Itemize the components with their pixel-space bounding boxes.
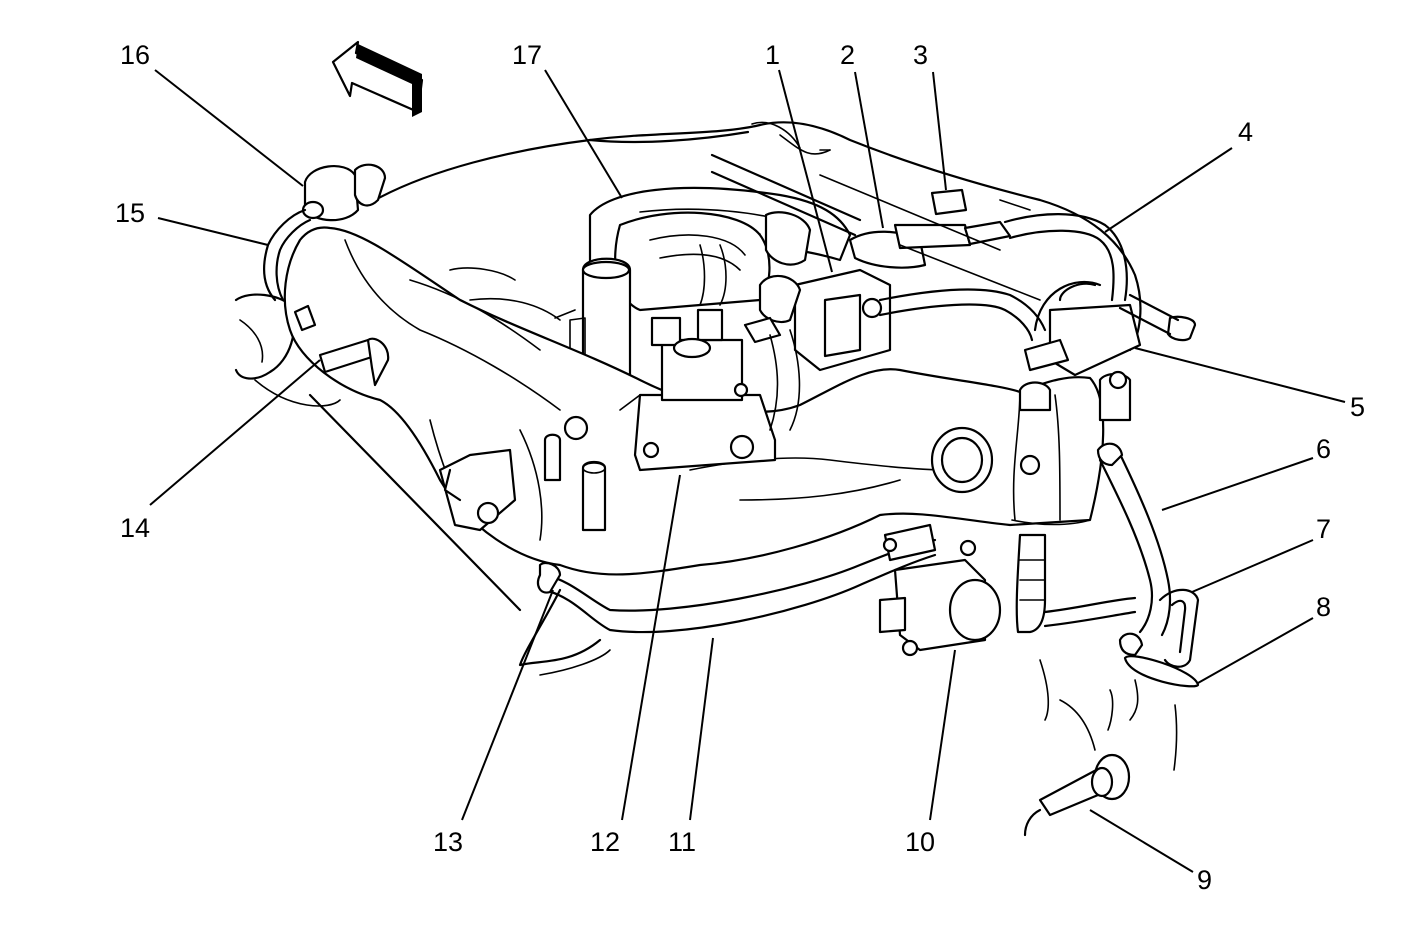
- callout-labels: 1 2 3 4 5 6 7 8 9 10 11 12 13 14 15 16 1…: [115, 40, 1365, 895]
- callout-1: 1: [765, 40, 780, 70]
- callout-8: 8: [1316, 592, 1331, 622]
- vacuum-hose-system: [848, 213, 1197, 377]
- front-direction-arrow-icon: [331, 40, 424, 117]
- oxygen-sensor: [1023, 659, 1131, 837]
- map-sensor: [878, 539, 1002, 657]
- misc-lines: [449, 267, 576, 321]
- callout-9: 9: [1197, 865, 1212, 895]
- callout-6: 6: [1316, 434, 1331, 464]
- callout-13: 13: [433, 827, 463, 857]
- lower-coolant-hose: [536, 523, 937, 634]
- pcv-valve-assembly: [263, 163, 390, 387]
- callout-14: 14: [120, 513, 150, 543]
- callout-4: 4: [1238, 117, 1253, 147]
- callout-12: 12: [590, 827, 620, 857]
- callout-10: 10: [905, 827, 935, 857]
- callout-7: 7: [1316, 514, 1331, 544]
- callout-3: 3: [913, 40, 928, 70]
- callout-5: 5: [1350, 392, 1365, 422]
- throttle-body: [614, 211, 771, 312]
- leader-lines: [149, 69, 1346, 873]
- left-flange: [438, 415, 607, 532]
- solenoid-valve: [619, 308, 777, 472]
- plenum-port: [930, 370, 1132, 494]
- egr-valve: [743, 211, 892, 431]
- callout-11: 11: [668, 827, 696, 857]
- callout-2: 2: [840, 40, 855, 70]
- callout-17: 17: [512, 40, 542, 70]
- egr-pipe: [1015, 442, 1200, 771]
- callout-16: 16: [120, 40, 150, 70]
- callout-15: 15: [115, 198, 145, 228]
- fuel-rail: [710, 134, 1041, 301]
